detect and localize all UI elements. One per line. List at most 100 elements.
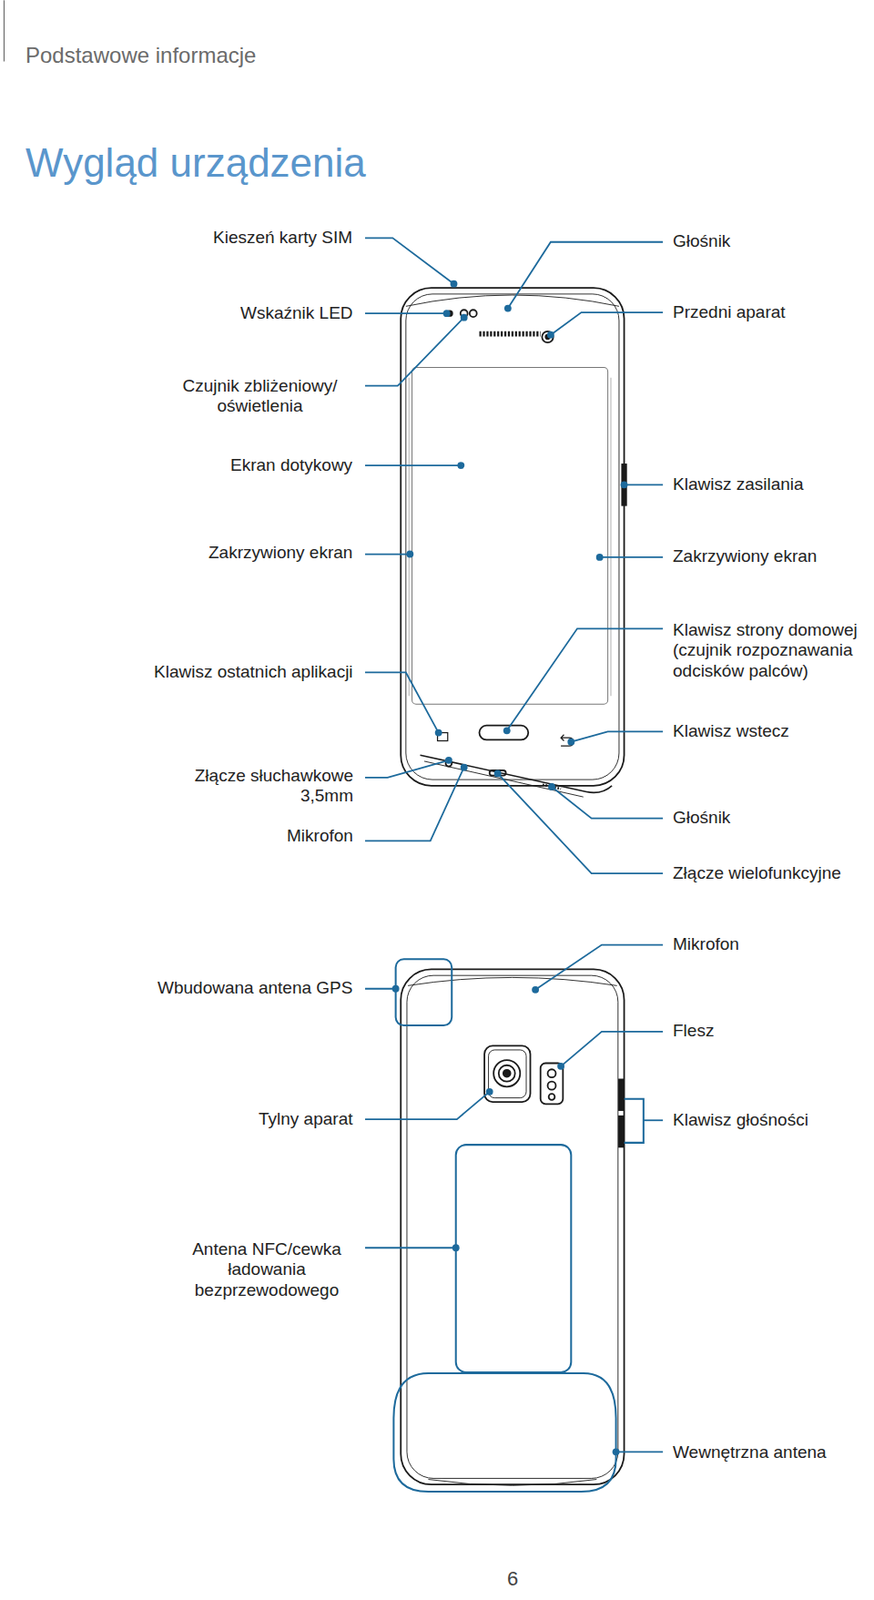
leader-dots-part	[435, 729, 443, 737]
leader-dots-part	[612, 1447, 620, 1455]
part-label: Złącze słuchawkowe 3,5mm	[180, 765, 354, 807]
antenna-outlines	[393, 958, 643, 1492]
leader-lines-part	[616, 1450, 664, 1453]
leader-lines-part	[643, 1118, 663, 1121]
leader-dots-part	[460, 314, 468, 322]
phone-back-part	[400, 968, 624, 1484]
part-label: Mikrofon	[286, 825, 354, 846]
section-header: Podstawowe informacje	[25, 42, 256, 69]
phone-front-part	[412, 367, 609, 705]
phone-back-part	[619, 1078, 623, 1110]
leader-lines-part	[365, 317, 465, 387]
part-label: Czujnik zbliżeniowy/ oświetlenia	[166, 376, 354, 417]
leader-lines	[365, 237, 663, 1452]
antenna-outlines-part	[456, 1144, 572, 1372]
page-title: Wygląd urządzenia	[25, 139, 366, 187]
leader-dots-part	[548, 782, 556, 791]
part-label: Klawisz strony domowej (czujnik rozpozna…	[672, 619, 866, 681]
leader-lines-part	[365, 760, 449, 778]
antenna-outlines-part	[396, 958, 453, 1026]
leader-dots-part	[531, 985, 539, 994]
part-label: Klawisz ostatnich aplikacji	[153, 661, 354, 682]
phone-back	[400, 968, 624, 1485]
part-label: Tylny aparat	[258, 1108, 354, 1129]
phone-back-part	[427, 1479, 597, 1486]
phone-back-part	[498, 1065, 516, 1082]
part-label: Głośnik	[672, 231, 731, 252]
leader-dots-part	[494, 769, 502, 777]
part-label: Ekran dotykowy	[230, 455, 353, 476]
part-label: Zakrzywiony ekran	[672, 546, 817, 567]
part-label: Głośnik	[672, 807, 731, 828]
header-rule	[3, 0, 5, 61]
leader-dots-part	[486, 1087, 494, 1096]
phone-front-part	[408, 377, 410, 696]
leader-lines-part	[551, 786, 663, 819]
leader-lines-part	[550, 312, 663, 336]
leader-dots-part	[406, 550, 414, 559]
part-label: Klawisz zasilania	[672, 474, 804, 495]
part-label: Wbudowana antena GPS	[157, 977, 353, 998]
leader-lines-part	[507, 628, 663, 731]
part-label: Wskaźnik LED	[240, 303, 354, 324]
leader-lines-part	[624, 483, 664, 486]
phone-front-part	[469, 309, 478, 317]
leader-dots-part	[620, 480, 629, 488]
leader-dots-part	[567, 738, 575, 746]
leader-lines-part	[365, 237, 454, 284]
part-label: Złącze wielofunkcyjne	[672, 863, 842, 884]
leader-lines-part	[365, 464, 461, 467]
leader-dots-part	[557, 1062, 565, 1070]
leader-dots-part	[450, 280, 458, 288]
phone-front-part	[400, 287, 624, 786]
leader-dots-part	[547, 331, 555, 339]
phone-front-part	[420, 754, 613, 793]
leader-dots	[392, 280, 629, 1455]
phone-back-part	[503, 1069, 511, 1078]
leader-dots-part	[504, 304, 512, 313]
part-label: Antena NFC/cewka ładowania bezprzewodowe…	[180, 1239, 354, 1301]
leader-dots-part	[452, 1243, 460, 1251]
part-label: Przedni aparat	[672, 302, 786, 323]
leader-lines-part	[365, 767, 465, 842]
leader-dots-part	[392, 985, 400, 993]
phone-front-part	[406, 294, 620, 780]
leader-lines-part	[365, 987, 397, 990]
antenna-outlines-part	[393, 1372, 616, 1492]
phone-back-part	[406, 975, 619, 1478]
phone-front-part	[478, 725, 529, 741]
part-label: Klawisz wstecz	[672, 721, 790, 742]
phone-back-part	[493, 1059, 520, 1087]
leader-lines-part	[560, 1031, 663, 1067]
phone-front-part	[478, 331, 540, 337]
phone-back-part	[548, 1068, 557, 1078]
leader-lines-part	[365, 553, 410, 556]
part-label: Mikrofon	[672, 934, 740, 955]
phone-back-part	[484, 1045, 530, 1102]
antenna-outlines-part	[624, 1098, 644, 1143]
leader-dots-part	[443, 309, 451, 317]
leader-lines-part	[365, 1091, 490, 1119]
phone-front-part	[609, 377, 611, 696]
page-number: 6	[507, 1566, 519, 1591]
leader-lines-part	[599, 556, 663, 559]
phone-back-part	[548, 1081, 557, 1090]
leader-lines-part	[365, 1246, 457, 1249]
leader-lines-part	[508, 242, 663, 309]
phone-back-part	[407, 976, 618, 986]
phone-back-part	[548, 1093, 556, 1100]
leader-dots-part	[503, 726, 511, 734]
part-label: Kieszeń karty SIM	[213, 227, 353, 248]
leader-dots-part	[596, 553, 604, 561]
leader-lines-part	[365, 671, 439, 732]
part-label: Zakrzywiony ekran	[208, 542, 353, 563]
phone-back-part	[488, 1049, 527, 1098]
leader-lines-part	[570, 731, 663, 742]
leader-lines-part	[535, 945, 663, 990]
leader-dots-part	[460, 763, 468, 772]
leader-dots-part	[445, 756, 453, 764]
part-label: Flesz	[672, 1020, 714, 1041]
leader-lines-part	[365, 312, 448, 315]
